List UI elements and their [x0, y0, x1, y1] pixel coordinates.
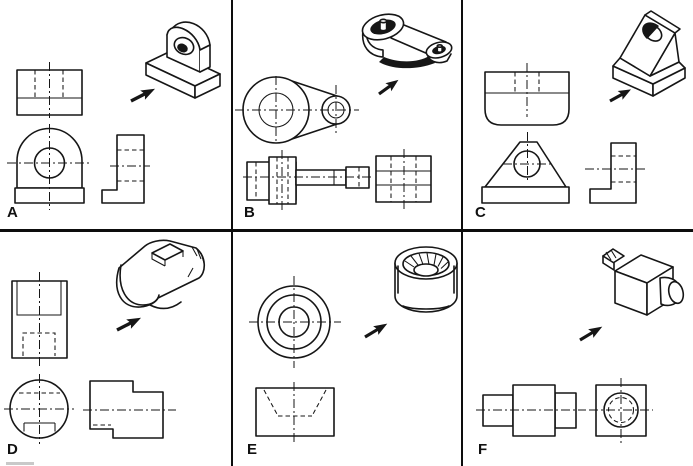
view-direction-arrow: [130, 88, 156, 103]
panel-b-side-view: [375, 149, 432, 209]
panel-a: A: [0, 0, 231, 229]
panel-a-top-view: [16, 62, 83, 118]
panel-b-top-view: [235, 76, 359, 144]
panel-d-drawing: [4, 239, 206, 444]
view-direction-arrow: [609, 89, 631, 103]
panel-d: D: [0, 232, 231, 466]
panel-d-isometric-view: [115, 239, 206, 310]
panel-f-isometric-view: [602, 248, 685, 316]
panel-b-label: B: [244, 204, 255, 221]
panel-d-end-view: [4, 374, 74, 444]
panel-b: B: [233, 0, 461, 229]
panel-d-front-view: [11, 272, 68, 366]
view-direction-arrow: [579, 326, 603, 342]
panel-a-drawing: [7, 21, 221, 210]
panel-e-label: E: [247, 441, 258, 458]
panel-b-front-view: [243, 150, 373, 211]
panel-e-drawing: [249, 246, 458, 444]
scan-artifact: [6, 462, 34, 465]
vertical-divider-left: [231, 0, 233, 466]
panel-f-front-view: [476, 384, 586, 437]
panel-f-drawing: [476, 248, 685, 444]
panel-e-isometric-view: [394, 246, 458, 313]
panel-d-label: D: [7, 441, 18, 458]
view-direction-arrow: [116, 317, 142, 332]
view-direction-arrow: [378, 79, 399, 96]
panel-f-end-view: [589, 378, 653, 444]
panel-c: C: [463, 0, 693, 229]
panel-e-front-view: [255, 382, 335, 444]
panel-a-label: A: [7, 204, 18, 221]
view-direction-arrow: [364, 323, 388, 339]
panel-a-side-view: [101, 134, 150, 204]
panel-c-isometric-view: [612, 10, 686, 97]
panel-c-front-view: [481, 132, 570, 204]
horizontal-divider: [0, 229, 693, 232]
panel-a-isometric-view: [145, 21, 221, 99]
panel-f-label: F: [478, 441, 488, 458]
panel-c-label: C: [475, 204, 486, 221]
panel-e: E: [233, 232, 461, 466]
vertical-divider-right: [461, 0, 463, 466]
panel-b-isometric-view: [361, 13, 453, 69]
panel-c-top-view: [484, 63, 570, 126]
panel-d-side-view: [83, 380, 176, 439]
panel-c-drawing: [481, 10, 686, 204]
panel-e-top-view: [249, 276, 341, 368]
panel-c-side-view: [585, 142, 647, 204]
panel-f: F: [463, 232, 693, 466]
panel-b-drawing: [235, 13, 453, 211]
panel-a-front-view: [7, 124, 92, 210]
